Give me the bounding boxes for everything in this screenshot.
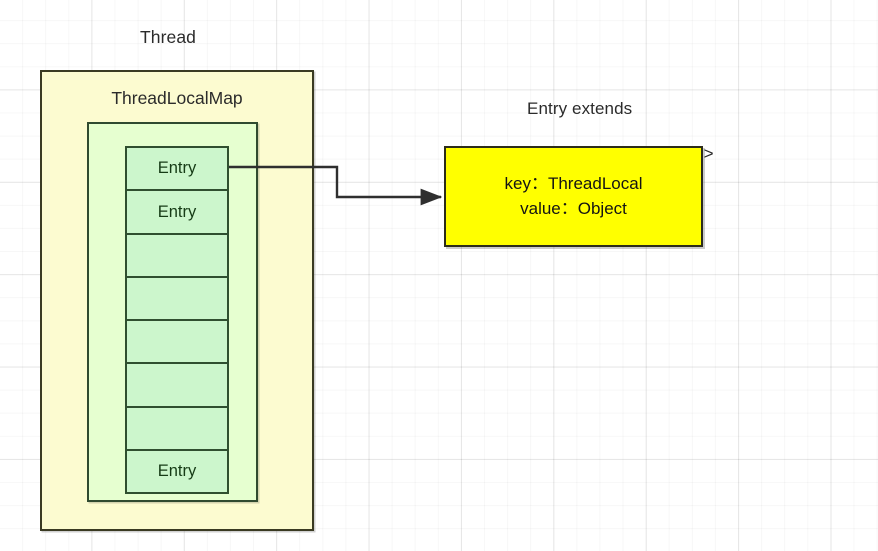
entry-value-line: value：Object — [520, 198, 627, 218]
thread-label: Thread — [139, 27, 197, 47]
entry-cell[interactable] — [125, 405, 229, 449]
entry-cell[interactable]: Entry — [125, 146, 229, 190]
entry-cell[interactable] — [125, 232, 229, 276]
entry-key-line: key：ThreadLocal — [504, 173, 643, 193]
entry-detail-box: key：ThreadLocal value：Object — [444, 146, 703, 247]
entry-extends-line-1: Entry extends — [527, 99, 633, 119]
entry-cell[interactable] — [125, 275, 229, 319]
entry-cell[interactable]: Entry — [125, 448, 229, 494]
entry-cell[interactable] — [125, 319, 229, 363]
entry-cell[interactable] — [125, 362, 229, 406]
threadlocalmap-label: ThreadLocalMap — [111, 88, 243, 108]
entry-cell[interactable]: Entry — [125, 189, 229, 233]
entry-table: Entry Entry Entry — [125, 146, 229, 494]
